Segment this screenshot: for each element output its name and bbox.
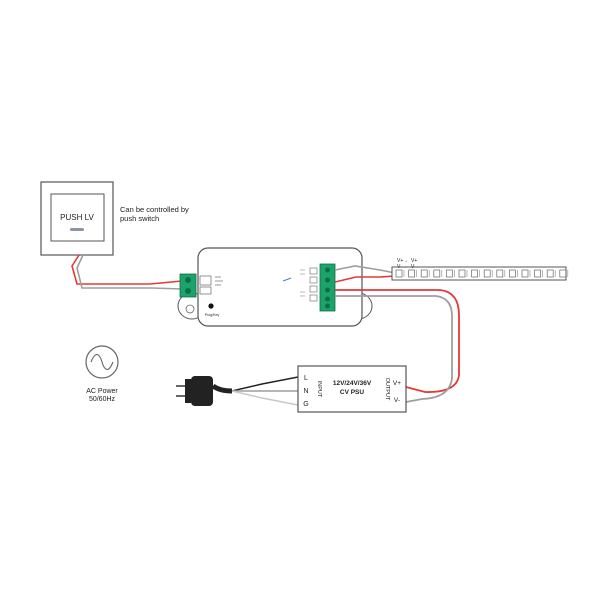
psu-terminal-vneg: V- xyxy=(394,397,400,404)
led-chip xyxy=(509,269,516,278)
strip-label-neg-arrow: V-→ xyxy=(397,264,407,270)
push-switch-caption-line1: Can be controlled by xyxy=(120,205,189,214)
push-switch-indicator xyxy=(70,228,84,231)
strip-label-neg: V- xyxy=(411,264,416,270)
psu-output-label: OUTPUT xyxy=(384,378,390,401)
led-chip xyxy=(395,269,403,278)
psu-dc-wires xyxy=(335,289,460,403)
led-strip: V+→ V+ V-→ V- xyxy=(391,258,569,281)
led-chip xyxy=(559,269,567,278)
led-chip xyxy=(496,269,504,278)
psu-title-line2: CV PSU xyxy=(340,389,365,396)
push-switch-label: PUSH LV xyxy=(60,213,94,222)
strip-label-pos-arrow: V+→ xyxy=(397,258,408,264)
led-indicator xyxy=(282,277,292,282)
ac-plug xyxy=(176,376,233,406)
ac-power-symbol xyxy=(85,345,119,379)
led-strip-segments xyxy=(395,269,569,278)
led-chip xyxy=(521,269,529,278)
psu-terminal-g: G xyxy=(303,401,308,408)
sine-wave-icon xyxy=(90,353,114,371)
psu-terminal-vpos: V+ xyxy=(393,380,401,387)
program-key-button[interactable] xyxy=(208,303,214,309)
psu-unit: L N G INPUT 12V/24V/36V CV PSU OUTPUT V+… xyxy=(297,365,407,413)
push-switch-panel: PUSH LV xyxy=(40,181,114,256)
led-chip xyxy=(458,269,466,278)
strip-label-pos: V+ xyxy=(411,258,417,264)
switch-wires xyxy=(71,254,183,290)
ac-cable xyxy=(231,376,299,406)
ac-power-label-line1: AC Power xyxy=(86,388,118,395)
led-chip xyxy=(446,269,453,278)
led-chip xyxy=(433,269,441,278)
led-chip xyxy=(420,269,428,278)
led-chip xyxy=(546,269,554,278)
controller-input-terminal xyxy=(179,273,197,298)
psu-title-line1: 12V/24V/36V xyxy=(333,380,372,387)
psu-terminal-n: N xyxy=(303,388,308,395)
controller-unit: Prog/Key xyxy=(177,247,373,327)
output-wires xyxy=(334,265,396,283)
psu-terminal-l: L xyxy=(304,375,308,382)
led-chip xyxy=(408,269,415,278)
ac-power-label-line2: 50/60Hz xyxy=(89,396,116,403)
push-switch-caption-line2: push switch xyxy=(120,214,159,223)
led-chip xyxy=(534,269,541,278)
psu-input-label: INPUT xyxy=(316,381,322,398)
led-chip xyxy=(471,269,478,278)
program-key-caption: Prog/Key xyxy=(205,313,220,317)
mount-hole-left xyxy=(185,304,195,314)
led-chip xyxy=(483,269,491,278)
